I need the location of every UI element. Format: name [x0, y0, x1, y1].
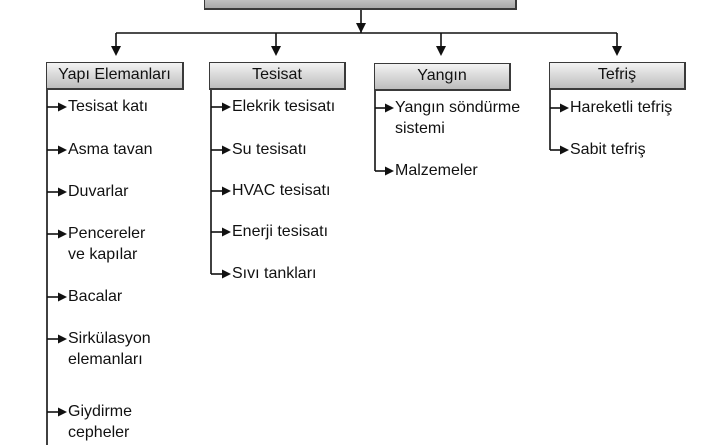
- list-item: Sabit tefriş: [570, 139, 646, 160]
- list-item-line: Hareketli tefriş: [570, 99, 673, 116]
- item-arrow-icon: [58, 102, 67, 112]
- item-arrow-icon: [222, 186, 231, 196]
- list-item: Su tesisatı: [232, 139, 307, 160]
- list-item-line: ve kapılar: [68, 246, 138, 263]
- list-item-line: elemanları: [68, 351, 143, 368]
- item-arrow-icon: [58, 407, 67, 417]
- item-arrow-icon: [222, 269, 231, 279]
- list-item-line: Su tesisatı: [232, 141, 307, 158]
- category-yangin: Yangın: [374, 63, 511, 91]
- list-item-line: Malzemeler: [395, 162, 478, 179]
- item-arrow-icon: [385, 166, 394, 176]
- list-item-line: Yangın söndürme: [395, 99, 521, 116]
- category-drop-arrow: [271, 46, 281, 56]
- list-item: HVAC tesisatı: [232, 180, 330, 201]
- list-item: Tesisat katı: [68, 96, 148, 117]
- category-tesisat: Tesisat: [209, 62, 346, 90]
- list-item-line: Tesisat katı: [68, 98, 149, 115]
- list-item: Sirkülasyon elemanları: [68, 328, 151, 370]
- list-item-line: Enerji tesisatı: [232, 223, 329, 240]
- list-item-line: Duvarlar: [68, 183, 129, 200]
- list-item: Elekrik tesisatı: [232, 96, 335, 117]
- list-item-line: Sabit tefriş: [570, 141, 646, 158]
- list-item-line: cepheler: [68, 424, 130, 441]
- item-arrow-icon: [58, 187, 67, 197]
- category-yapi-elemanlari: Yapı Elemanları: [46, 62, 184, 90]
- item-arrow-icon: [222, 227, 231, 237]
- list-item-line: sistemi: [395, 120, 445, 137]
- list-item-line: Asma tavan: [68, 141, 153, 158]
- list-item-line: Giydirme: [68, 403, 133, 420]
- item-arrow-icon: [58, 334, 67, 344]
- list-item-line: Pencereler: [68, 225, 146, 242]
- list-item-line: Sıvı tankları: [232, 265, 317, 282]
- list-item: Asma tavan: [68, 139, 152, 160]
- item-arrow-icon: [58, 229, 67, 239]
- list-item-line: HVAC tesisatı: [232, 182, 331, 199]
- item-arrow-icon: [560, 103, 569, 113]
- item-arrow-icon: [385, 103, 394, 113]
- list-item: Bacalar: [68, 286, 122, 307]
- item-arrow-icon: [58, 145, 67, 155]
- list-item-line: Elekrik tesisatı: [232, 98, 336, 115]
- category-drop-arrow: [436, 46, 446, 56]
- category-tefris: Tefriş: [549, 62, 686, 90]
- list-item: Enerji tesisatı: [232, 221, 328, 242]
- category-drop-arrow: [111, 46, 121, 56]
- item-arrow-icon: [58, 292, 67, 302]
- root-node: [204, 0, 517, 10]
- item-arrow-icon: [560, 145, 569, 155]
- list-item: Sıvı tankları: [232, 263, 316, 284]
- item-arrow-icon: [222, 102, 231, 112]
- list-item: Pencereler ve kapılar: [68, 223, 145, 265]
- category-drop-arrow: [612, 46, 622, 56]
- list-item-line: Sirkülasyon: [68, 330, 151, 347]
- root-stem-arrow: [356, 23, 366, 33]
- item-arrow-icon: [222, 145, 231, 155]
- list-item-line: Bacalar: [68, 288, 123, 305]
- list-item: Giydirme cepheler: [68, 401, 132, 443]
- list-item: Malzemeler: [395, 160, 478, 181]
- list-item: Hareketli tefriş: [570, 97, 672, 118]
- list-item: Duvarlar: [68, 181, 128, 202]
- list-item: Yangın söndürme sistemi: [395, 97, 520, 139]
